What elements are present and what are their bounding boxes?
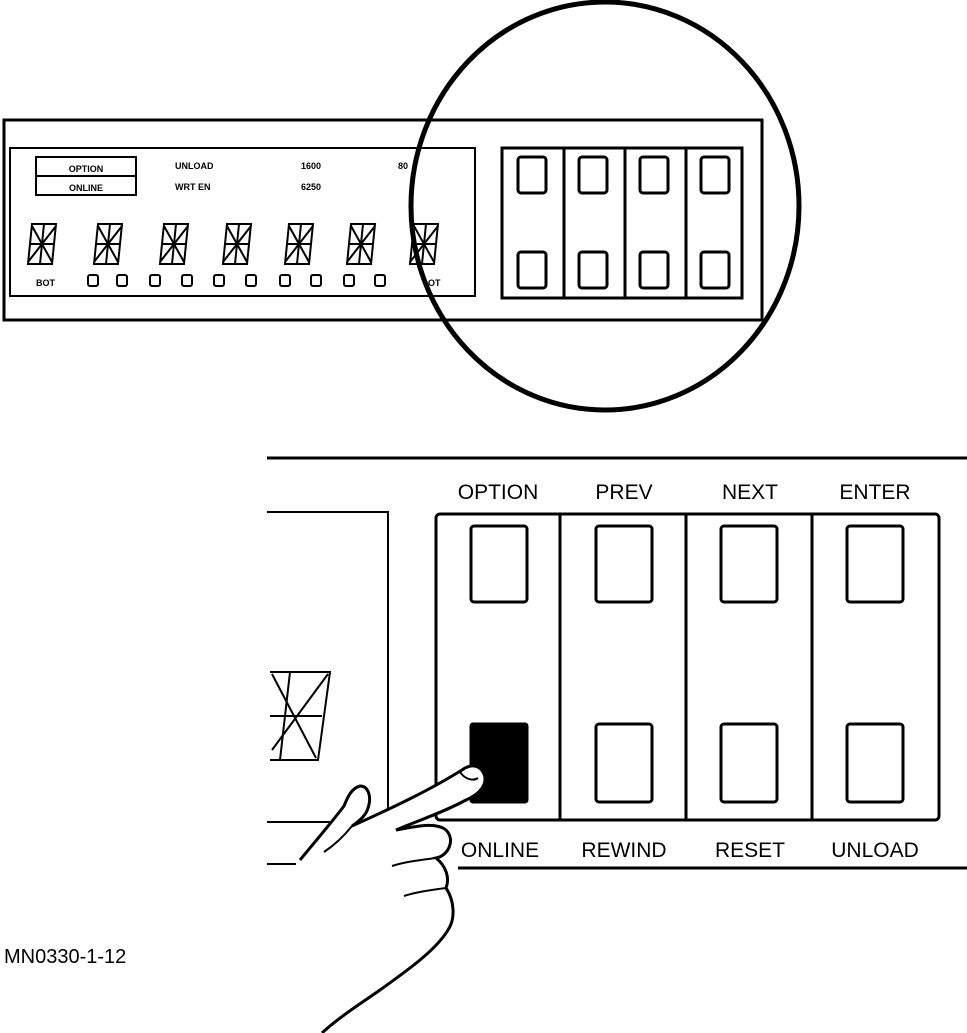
display-window <box>9 147 476 297</box>
rewind-button[interactable] <box>594 722 654 804</box>
option-label: OPTION <box>458 481 539 504</box>
bot-label: BOT <box>36 278 56 288</box>
density-1600-label: 1600 <box>301 161 321 171</box>
segment-digit <box>92 223 124 265</box>
next-label: NEXT <box>722 481 778 504</box>
segment-digit <box>26 223 58 265</box>
density-partial-label: 80 <box>398 161 408 171</box>
small-button <box>516 155 548 195</box>
indicator-led <box>181 274 193 287</box>
unload-button[interactable] <box>845 722 905 804</box>
legend-option-label: OPTION <box>69 164 104 174</box>
small-button <box>516 250 548 290</box>
button-bank-small <box>500 146 744 300</box>
eot-partial-label: OT <box>428 278 441 288</box>
indicator-led <box>87 274 99 287</box>
overview-labels: OPTION ONLINE UNLOAD WRT EN 1600 6250 80… <box>36 161 441 288</box>
prev-button[interactable] <box>594 524 654 604</box>
segment-digit-large <box>270 671 332 761</box>
online-label: ONLINE <box>461 839 539 862</box>
prev-label: PREV <box>595 481 652 504</box>
next-button[interactable] <box>719 524 779 604</box>
indicator-led <box>279 274 291 287</box>
magnifier-circle <box>408 0 802 413</box>
hand-pointer-icon <box>298 764 487 1033</box>
detail-labels: OPTION PREV NEXT ENTER ONLINE REWIND RES… <box>458 481 919 862</box>
segment-digits <box>26 223 440 265</box>
small-button <box>638 155 670 195</box>
overview-panel <box>2 0 802 413</box>
small-button <box>699 155 731 195</box>
write-enable-status-label: WRT EN <box>175 182 211 192</box>
small-button <box>699 250 731 290</box>
small-button <box>577 155 609 195</box>
segment-digit <box>158 223 190 265</box>
rewind-label: REWIND <box>581 839 666 862</box>
segment-digit <box>345 223 377 265</box>
detail-panel <box>267 456 967 870</box>
segment-digit <box>283 223 315 265</box>
unload-label: UNLOAD <box>831 839 919 862</box>
detail-display-window <box>267 511 389 823</box>
enter-label: ENTER <box>839 481 910 504</box>
segment-digit <box>221 223 253 265</box>
enter-button[interactable] <box>845 524 905 604</box>
indicator-led <box>310 274 322 287</box>
indicator-led <box>343 274 355 287</box>
small-button <box>577 250 609 290</box>
density-6250-label: 6250 <box>301 182 321 192</box>
reset-button[interactable] <box>719 722 779 804</box>
figure-caption: MN0330-1-12 <box>4 946 126 968</box>
indicator-led <box>116 274 128 287</box>
indicator-led <box>149 274 161 287</box>
reset-label: RESET <box>715 839 785 862</box>
indicator-led <box>245 274 257 287</box>
indicator-led <box>374 274 386 287</box>
indicator-leds <box>87 274 386 287</box>
small-button <box>638 250 670 290</box>
option-button[interactable] <box>469 524 529 604</box>
unload-status-label: UNLOAD <box>175 161 214 171</box>
indicator-led <box>213 274 225 287</box>
legend-online-label: ONLINE <box>69 183 103 193</box>
